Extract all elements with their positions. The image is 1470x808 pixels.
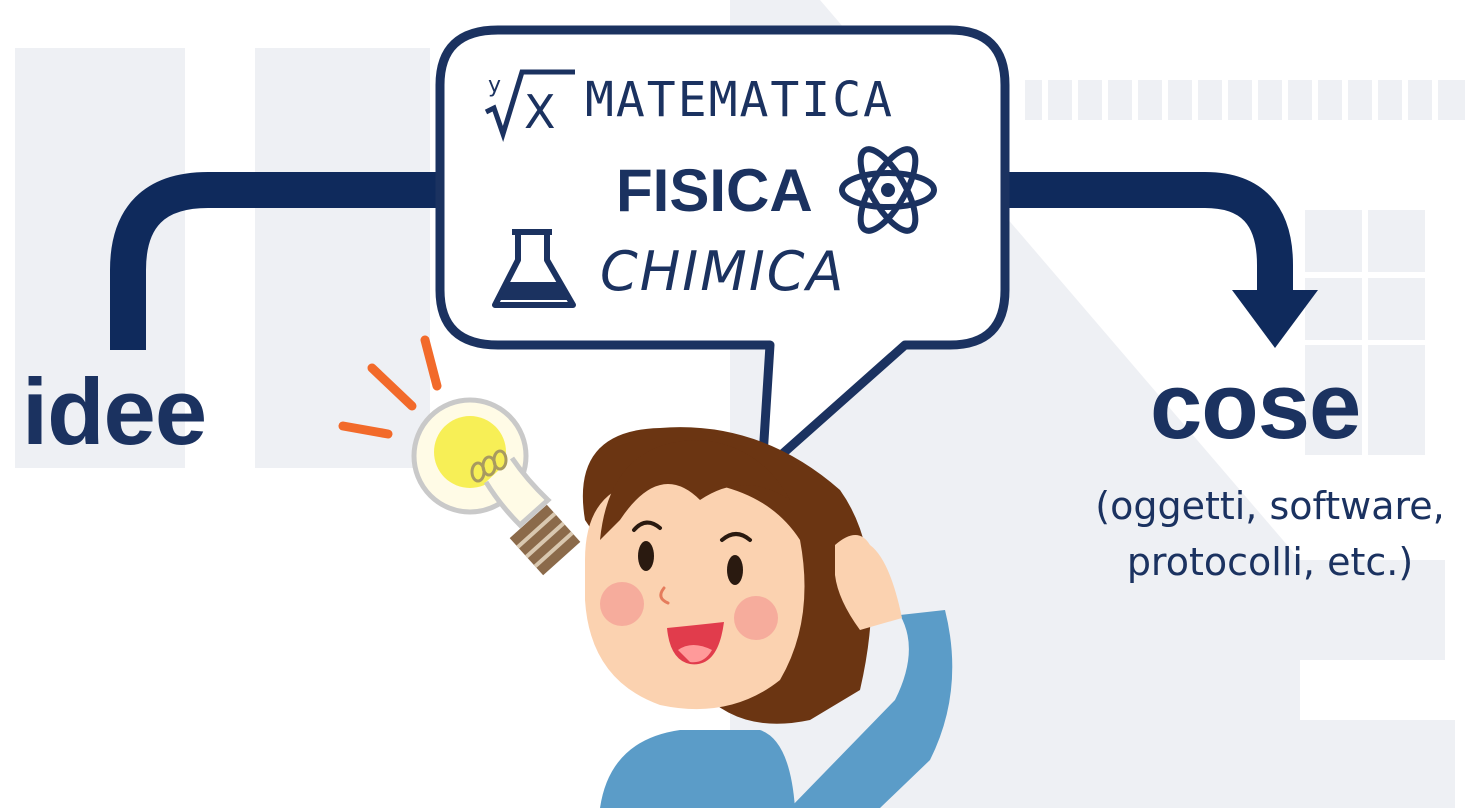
atom-icon <box>839 146 937 234</box>
background-stripes <box>1042 80 1438 455</box>
flow-arrow <box>110 172 1318 350</box>
target-label: cose <box>1150 353 1361 458</box>
arrow-head-icon <box>1232 290 1318 348</box>
girl-illustration <box>582 427 953 808</box>
svg-text:X: X <box>524 85 556 139</box>
source-label: idee <box>22 359 207 464</box>
lightbulb-icon <box>411 397 581 576</box>
bubble-item-matematica: MATEMATICA <box>585 72 894 128</box>
idea-rays <box>338 335 442 439</box>
svg-text:y: y <box>488 73 501 98</box>
target-caption-line-2: protocolli, etc.) <box>1126 540 1414 584</box>
target-caption-line-1: (oggetti, software, <box>1095 484 1445 528</box>
root-icon: y X <box>484 69 575 143</box>
flask-icon <box>492 229 576 308</box>
speech-bubble <box>435 25 1010 477</box>
target-caption: (oggetti, software, protocolli, etc.) <box>1060 478 1470 590</box>
bubble-item-fisica: FISICA <box>616 157 813 224</box>
bubble-item-chimica: CHIMICA <box>600 240 846 303</box>
